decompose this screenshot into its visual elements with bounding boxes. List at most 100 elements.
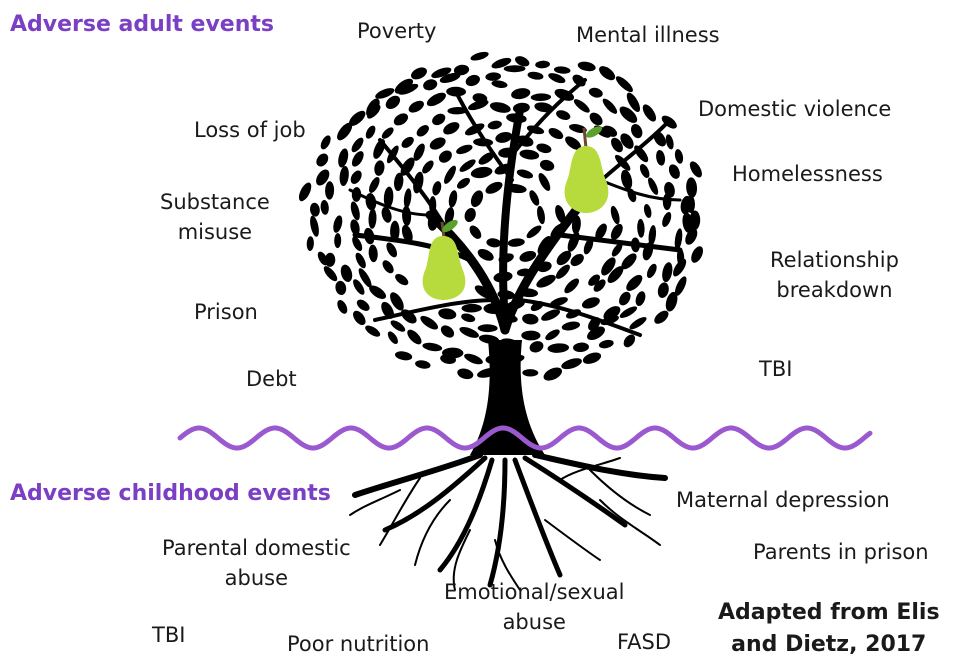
canopy-leaf [536, 143, 552, 154]
canopy-leaf [689, 161, 702, 178]
canopy-leaf [588, 87, 603, 98]
canopy-leaf [348, 110, 366, 126]
canopy-leaf [456, 144, 473, 155]
canopy-leaf [629, 316, 647, 330]
canopy-leaf [365, 325, 381, 337]
canopy-leaf [657, 282, 669, 298]
canopy-leaf [668, 164, 680, 179]
canopy-leaf [598, 339, 614, 349]
canopy-leaf [674, 228, 683, 251]
canopy-leaf [602, 98, 618, 114]
canopy-leaf [440, 325, 455, 338]
canopy-leaf [350, 170, 362, 184]
canopy-leaf [453, 64, 470, 76]
canopy-leaf [648, 177, 659, 195]
canopy-leaf [366, 98, 380, 117]
canopy-leaf [564, 278, 580, 294]
canopy-leaf [581, 297, 600, 309]
source-credit: Adapted from Elis and Dietz, 2017 [718, 597, 940, 657]
canopy-leaf [320, 200, 329, 215]
canopy-leaf [534, 102, 553, 113]
canopy-leaf [298, 182, 312, 202]
canopy-leaf [521, 330, 541, 341]
canopy-leaf [355, 252, 366, 269]
canopy-leaf [661, 115, 677, 129]
canopy-leaf [621, 169, 633, 190]
canopy-leaf [648, 225, 657, 246]
canopy-leaf [553, 66, 571, 74]
canopy-leaf [570, 253, 584, 267]
canopy-leaf [339, 165, 349, 187]
label-fasd: FASD [617, 630, 672, 654]
canopy-leaf [381, 206, 392, 223]
canopy-leaf [555, 205, 566, 223]
label-loss-of-job: Loss of job [194, 118, 306, 142]
canopy-leaf [491, 80, 508, 88]
canopy-leaf [621, 253, 637, 270]
canopy-leaf [548, 128, 564, 140]
canopy-leaf [487, 120, 502, 130]
canopy-leaf [432, 113, 446, 126]
canopy-leaf [686, 177, 698, 198]
canopy-leaf [519, 149, 540, 160]
canopy-leaf [674, 276, 687, 296]
canopy-leaf [422, 160, 434, 174]
canopy-leaf [619, 306, 638, 318]
source-credit-line-2: and Dietz, 2017 [731, 632, 927, 657]
canopy-leaf [543, 367, 563, 381]
label-relationship-breakdown-line-1: Relationship [770, 248, 899, 272]
label-poverty: Poverty [357, 19, 437, 43]
canopy-leaf [469, 225, 482, 239]
canopy-leaf [555, 264, 570, 279]
canopy-leaf [334, 233, 342, 249]
canopy-leaf [385, 95, 401, 110]
canopy-leaf [456, 177, 471, 189]
canopy-leaf [619, 291, 631, 306]
canopy-leaf [556, 110, 571, 120]
canopy-leaf [403, 188, 412, 209]
canopy-leaf [556, 250, 572, 266]
canopy-leaf [610, 205, 620, 225]
label-prison: Prison [194, 300, 258, 324]
canopy-leaf [350, 219, 360, 236]
canopy-leaf [595, 223, 607, 240]
canopy-leaf [646, 263, 657, 279]
canopy-leaf [565, 136, 582, 150]
canopy-leaf [323, 266, 338, 282]
adult-events-heading: Adverse adult events [10, 12, 274, 37]
canopy-leaf [536, 274, 556, 288]
canopy-leaf [402, 205, 412, 226]
canopy-leaf [527, 71, 544, 80]
canopy-leaf [416, 125, 429, 137]
canopy-leaf [401, 136, 414, 148]
label-maternal-depression: Maternal depression [676, 488, 890, 512]
canopy-leaf [674, 149, 684, 164]
canopy-leaf [337, 122, 353, 141]
canopy-leaf [411, 67, 427, 80]
canopy-leaf [459, 159, 476, 172]
canopy-leaf [561, 321, 581, 331]
canopy-leaf [338, 148, 349, 168]
canopy-leaf [602, 125, 618, 137]
canopy-leaf [545, 329, 560, 341]
canopy-leaf [447, 106, 468, 115]
canopy-leaf [665, 134, 674, 150]
canopy-leaf [438, 308, 457, 320]
canopy-leaf [394, 172, 404, 192]
canopy-leaf [491, 57, 512, 69]
canopy-leaf [583, 238, 594, 255]
label-parents-in-prison: Parents in prison [753, 540, 929, 564]
canopy-leaf [440, 354, 457, 364]
canopy-leaf [325, 181, 335, 200]
canopy-leaf [615, 76, 633, 93]
label-substance-misuse-line-1: Substance [160, 190, 270, 214]
canopy-leaf [375, 88, 395, 99]
canopy-leaf [472, 93, 488, 103]
canopy-leaf [415, 360, 431, 369]
canopy-leaf [382, 260, 394, 274]
label-relationship-breakdown-line-2: breakdown [776, 278, 893, 302]
canopy-leaf [320, 135, 331, 150]
canopy-leaf [365, 125, 376, 139]
canopy-leaf [486, 238, 501, 248]
